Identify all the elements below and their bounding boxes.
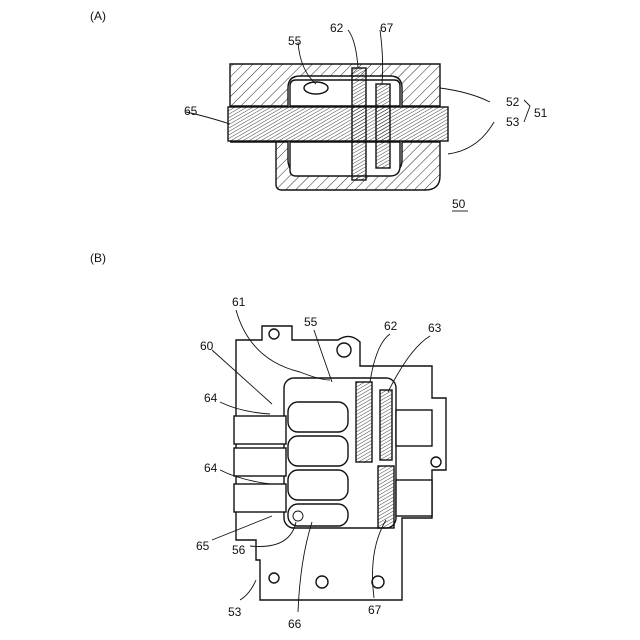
label-b-64b: 64 [204, 461, 218, 475]
label-b-64a: 64 [204, 391, 218, 405]
label-a-65: 65 [184, 104, 198, 118]
rotor-61-3 [288, 470, 348, 500]
label-b-60: 60 [200, 339, 214, 353]
label-b-53: 53 [228, 605, 242, 619]
shaft-64-upper [234, 416, 286, 444]
shaft-right-lower [396, 480, 432, 516]
panel-b-caption: (B) [90, 251, 106, 265]
label-b-56: 56 [232, 543, 246, 557]
rotor-61-2 [288, 436, 348, 466]
label-a-53: 53 [506, 115, 520, 129]
shaft-64-mid [234, 448, 286, 476]
shaft-64-lower [234, 484, 286, 512]
panel-a-caption: (A) [90, 9, 106, 23]
mount-hole-2 [337, 343, 351, 357]
label-b-67: 67 [368, 603, 382, 617]
label-b-66: 66 [288, 617, 302, 631]
gear-67 [376, 84, 390, 168]
mount-hole-3 [269, 573, 279, 583]
mount-hole-6 [431, 457, 441, 467]
label-a-51: 51 [534, 106, 548, 120]
label-b-63: 63 [428, 321, 442, 335]
label-a-50: 50 [452, 197, 466, 211]
label-b-55: 55 [304, 315, 318, 329]
shaft-65 [228, 107, 448, 141]
label-b-61: 61 [232, 295, 246, 309]
label-b-62: 62 [384, 319, 398, 333]
label-a-62: 62 [330, 21, 344, 35]
gear-63 [380, 390, 392, 460]
rotor-61-1 [288, 402, 348, 432]
panel-a: (A) 55 62 67 65 52 53 51 50 [90, 9, 548, 211]
mount-hole-4 [316, 576, 328, 588]
label-a-55: 55 [288, 34, 302, 48]
gear-67 [378, 466, 394, 528]
rotor-66 [288, 504, 348, 526]
mount-hole-5 [372, 576, 384, 588]
mount-hole-1 [269, 329, 279, 339]
gear-62 [356, 382, 372, 462]
gear-62 [352, 68, 366, 180]
shaft-right-upper [396, 410, 432, 446]
label-a-67: 67 [380, 21, 394, 35]
label-b-65: 65 [196, 539, 210, 553]
panel-b: (B) [90, 251, 446, 631]
label-a-52: 52 [506, 95, 520, 109]
